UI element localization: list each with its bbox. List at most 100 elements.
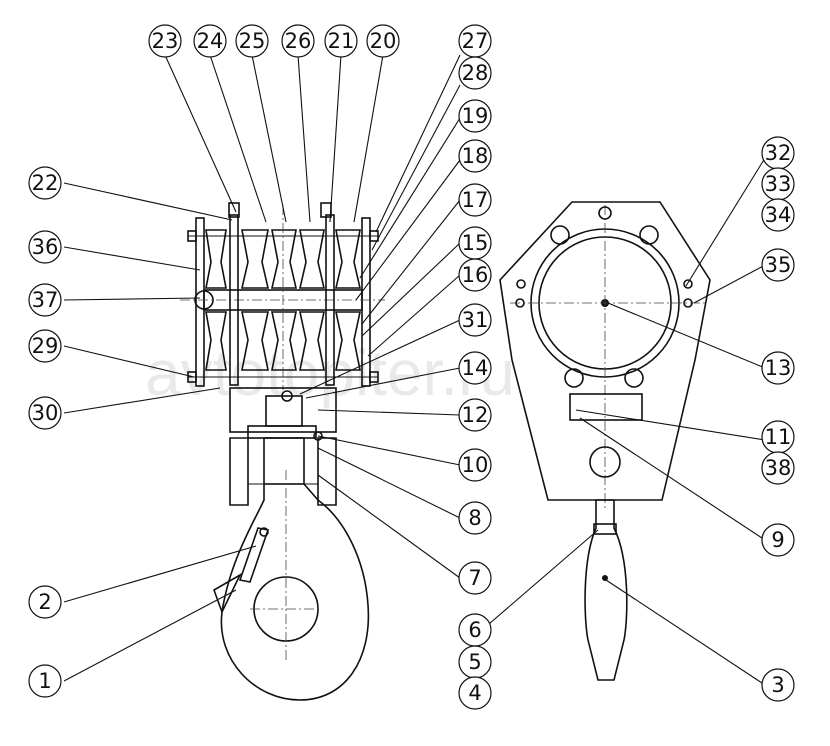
callout-8-label: 8 <box>468 506 481 530</box>
callout-30-label: 30 <box>32 401 59 425</box>
callout-37: 37 <box>28 283 62 317</box>
callout-3: 3 <box>761 668 795 702</box>
callout-29-label: 29 <box>32 334 59 358</box>
bolt-hole-top-right <box>639 225 659 245</box>
callout-17: 17 <box>458 183 492 217</box>
callout-4: 4 <box>458 676 492 710</box>
crosshead-pin <box>589 446 621 478</box>
latch-bracket <box>593 523 617 535</box>
callout-16-label: 16 <box>462 263 489 287</box>
callout-34: 34 <box>761 198 795 232</box>
watermark-text: avtotopiter.ru <box>145 337 515 409</box>
callout-36-label: 36 <box>32 235 59 259</box>
callout-34-label: 34 <box>765 203 792 227</box>
callout-19: 19 <box>458 99 492 133</box>
callout-33-label: 33 <box>765 172 792 196</box>
callout-5: 5 <box>458 645 492 679</box>
callout-36: 36 <box>28 230 62 264</box>
callout-10-label: 10 <box>462 453 489 477</box>
callout-31: 31 <box>458 303 492 337</box>
callout-1: 1 <box>28 664 62 698</box>
top-bolt-nut-right <box>369 230 379 242</box>
callout-24: 24 <box>193 24 227 58</box>
callout-9: 9 <box>761 523 795 557</box>
callout-25: 25 <box>235 24 269 58</box>
bolt-hole-top-left <box>550 225 570 245</box>
section-view <box>180 202 385 701</box>
callout-20: 20 <box>366 24 400 58</box>
housing-right-wall <box>317 437 337 506</box>
callout-2-label: 2 <box>38 590 51 614</box>
callout-10: 10 <box>458 448 492 482</box>
callout-9-label: 9 <box>771 528 784 552</box>
callout-22: 22 <box>28 166 62 200</box>
callout-29: 29 <box>28 329 62 363</box>
side-view <box>499 201 711 681</box>
callout-27-label: 27 <box>462 29 489 53</box>
callout-32: 32 <box>761 136 795 170</box>
sheave-lower-row <box>205 311 361 371</box>
callout-26: 26 <box>281 24 315 58</box>
callout-11-label: 11 <box>765 425 792 449</box>
callout-38: 38 <box>761 451 795 485</box>
callout-13: 13 <box>761 351 795 385</box>
callout-1-label: 1 <box>38 669 51 693</box>
callout-28-label: 28 <box>462 61 489 85</box>
callout-2: 2 <box>28 585 62 619</box>
nameplate <box>569 393 643 421</box>
bolt-hole-bottom-right <box>624 368 644 388</box>
callout-4-label: 4 <box>468 681 481 705</box>
side-plate-outline <box>499 201 711 501</box>
callout-6-label: 6 <box>468 618 481 642</box>
grease-nipple <box>281 390 293 402</box>
sheave-upper-row <box>205 229 362 289</box>
callout-12-label: 12 <box>462 403 489 427</box>
top-bolt-nut-left <box>187 230 197 242</box>
callout-16: 16 <box>458 258 492 292</box>
callout-15-label: 15 <box>462 231 489 255</box>
callout-25-label: 25 <box>239 29 266 53</box>
hook-body <box>220 483 370 701</box>
callout-27: 27 <box>458 24 492 58</box>
callout-18: 18 <box>458 139 492 173</box>
leader-lines <box>63 54 766 686</box>
callout-6: 6 <box>458 613 492 647</box>
latch-pin <box>259 527 269 537</box>
callout-11: 11 <box>761 420 795 454</box>
callout-14-label: 14 <box>462 356 489 380</box>
callout-8: 8 <box>458 501 492 535</box>
callout-18-label: 18 <box>462 144 489 168</box>
bottom-bolt-nut-right <box>369 371 379 383</box>
callout-37-label: 37 <box>32 288 59 312</box>
callout-5-label: 5 <box>468 650 481 674</box>
callout-21-label: 21 <box>328 29 355 53</box>
callout-3-label: 3 <box>771 673 784 697</box>
callout-14: 14 <box>458 351 492 385</box>
callout-24-label: 24 <box>197 29 224 53</box>
callout-23: 23 <box>148 24 182 58</box>
hook-shank <box>263 437 305 485</box>
top-pin <box>598 206 612 220</box>
inner-plate-left <box>229 214 239 386</box>
bolt-hole-bottom-left <box>564 368 584 388</box>
callout-7: 7 <box>458 561 492 595</box>
callout-15: 15 <box>458 226 492 260</box>
callout-21: 21 <box>324 24 358 58</box>
safety-latch <box>238 527 270 583</box>
callout-7-label: 7 <box>468 566 481 590</box>
callout-23-label: 23 <box>152 29 179 53</box>
callout-35-label: 35 <box>765 253 792 277</box>
callout-33: 33 <box>761 167 795 201</box>
callout-20-label: 20 <box>370 29 397 53</box>
callout-28: 28 <box>458 56 492 90</box>
hook-tip <box>213 573 242 615</box>
callout-35: 35 <box>761 248 795 282</box>
crosshead <box>229 387 337 433</box>
callout-38-label: 38 <box>765 456 792 480</box>
callout-26-label: 26 <box>285 29 312 53</box>
housing-left-wall <box>229 437 249 506</box>
bottom-bolt-nut-left <box>187 371 197 383</box>
callout-13-label: 13 <box>765 356 792 380</box>
callout-22-label: 22 <box>32 171 59 195</box>
